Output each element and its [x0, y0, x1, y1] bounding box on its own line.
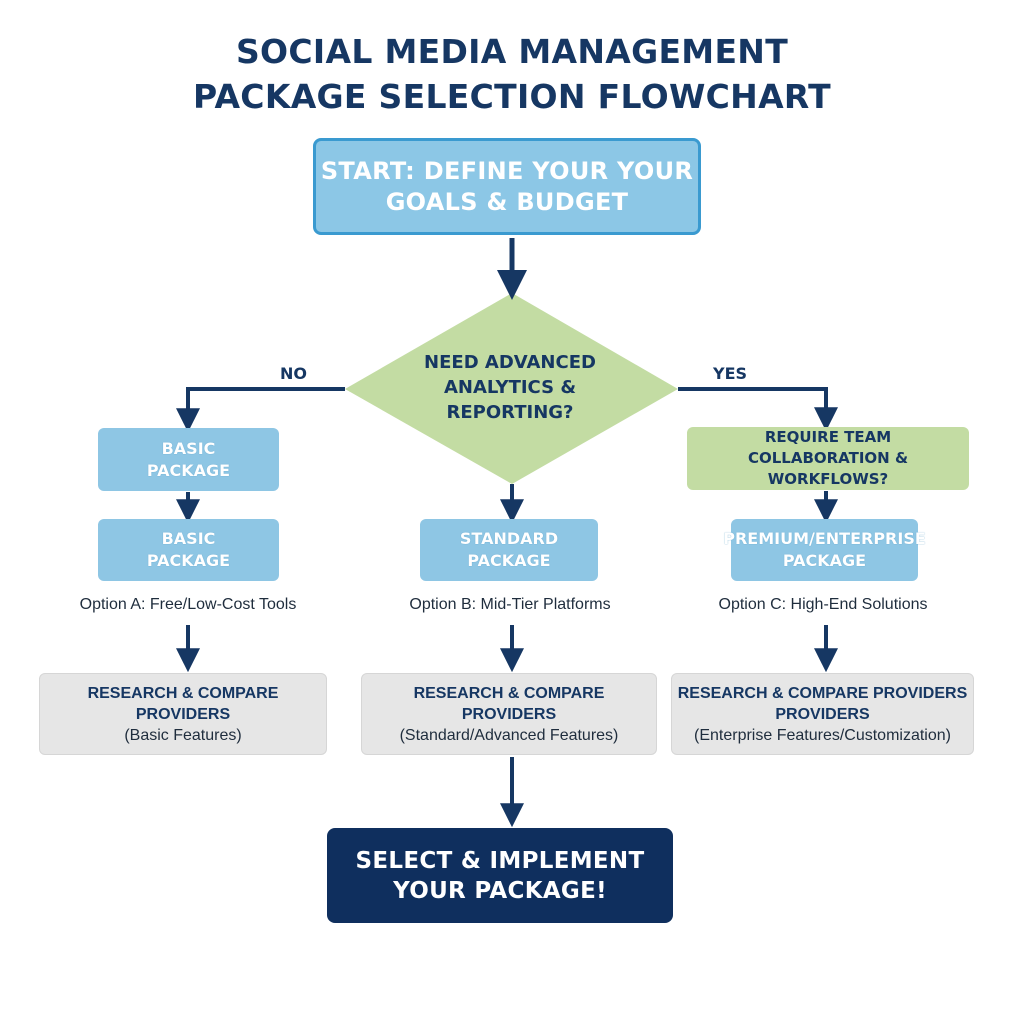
standard-package-node: STANDARD PACKAGE	[420, 519, 598, 581]
premium-package-node: PREMIUM/ENTERPRISE PACKAGE	[723, 519, 926, 581]
option-a-label: Option A: Free/Low-Cost Tools	[79, 596, 297, 613]
standard-package-line-2: PACKAGE	[467, 551, 551, 570]
start-node-line-2: GOALS & BUDGET	[385, 187, 629, 216]
no-branch-label: NO	[280, 364, 307, 383]
research-basic-node: RESEARCH & COMPARE PROVIDERS (Basic Feat…	[39, 673, 327, 755]
research-enterprise-subtitle: (Enterprise Features/Customization)	[694, 726, 951, 744]
arrow-yes-branch	[678, 387, 838, 432]
decision-line-2: ANALYTICS &	[443, 377, 577, 398]
basic-package-1-line-1: BASIC	[161, 438, 216, 458]
research-basic-line-2: PROVIDERS	[135, 705, 231, 723]
yes-branch-label: YES	[713, 364, 748, 383]
decision-line-1: NEED ADVANCED	[424, 352, 596, 373]
research-standard-line-1: RESEARCH & COMPARE	[413, 684, 605, 702]
research-enterprise-line-2: PROVIDERS	[775, 705, 870, 723]
research-standard-subtitle: (Standard/Advanced Features)	[399, 726, 619, 744]
research-basic-line-1: RESEARCH & COMPARE	[87, 684, 279, 702]
team-collaboration-line-2: COLLABORATION & WORKFLOWS?	[747, 449, 909, 488]
research-enterprise-line-1: RESEARCH & COMPARE PROVIDERS	[677, 684, 968, 702]
research-standard-node: RESEARCH & COMPARE PROVIDERS (Standard/A…	[361, 673, 657, 755]
final-node-line-1: SELECT & IMPLEMENT	[355, 847, 645, 874]
start-node: START: DEFINE YOUR YOUR GOALS & BUDGET	[313, 138, 701, 235]
basic-package-2-line-2: PACKAGE	[146, 551, 231, 570]
decision-diamond	[345, 293, 678, 484]
team-collaboration-node: REQUIRE TEAM COLLABORATION & WORKFLOWS?	[687, 427, 969, 490]
research-basic-subtitle: (Basic Features)	[124, 726, 242, 744]
basic-package-node-1: BASIC PACKAGE	[98, 428, 279, 491]
arrow-no-branch	[176, 387, 345, 433]
premium-package-line-2: PACKAGE	[782, 551, 867, 570]
option-c-label: Option C: High-End Solutions	[718, 596, 928, 613]
option-b-label: Option B: Mid-Tier Platforms	[409, 596, 611, 613]
basic-package-node-2: BASIC PACKAGE	[98, 519, 279, 581]
research-enterprise-node: RESEARCH & COMPARE PROVIDERS PROVIDERS (…	[671, 673, 974, 755]
start-node-line-1: START: DEFINE YOUR YOUR	[320, 156, 694, 185]
chart-title-line-2: PACKAGE SELECTION FLOWCHART	[193, 77, 831, 116]
team-collaboration-line-1: REQUIRE TEAM	[764, 428, 892, 446]
chart-title-line-1: SOCIAL MEDIA MANAGEMENT	[235, 32, 789, 71]
basic-package-1-line-2: PACKAGE	[146, 460, 231, 480]
basic-package-2-line-1: BASIC	[161, 529, 216, 548]
decision-line-3: REPORTING?	[446, 402, 574, 423]
standard-package-line-1: STANDARD	[459, 529, 559, 548]
final-node: SELECT & IMPLEMENT YOUR PACKAGE!	[327, 828, 673, 923]
premium-package-line-1: PREMIUM/ENTERPRISE	[723, 529, 926, 548]
decision-node-label: NEED ADVANCED ANALYTICS & REPORTING?	[385, 350, 635, 425]
final-node-line-2: YOUR PACKAGE!	[393, 877, 607, 904]
research-standard-line-2: PROVIDERS	[461, 705, 557, 723]
